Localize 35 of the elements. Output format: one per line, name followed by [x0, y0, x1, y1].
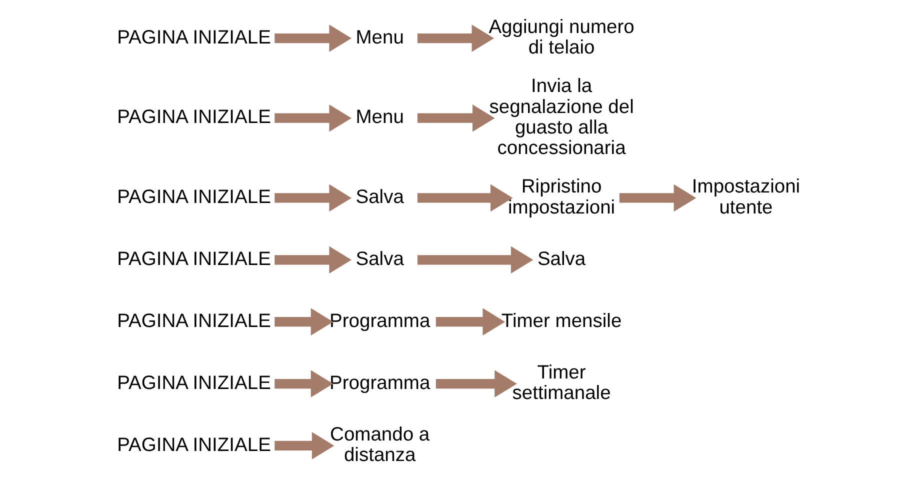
arrow [274, 184, 352, 212]
node-text: Impostazioni utente [692, 176, 800, 218]
arrow [274, 432, 334, 460]
arrow [274, 104, 352, 132]
node-text: Menu [356, 107, 404, 128]
node-text: Programma [330, 372, 430, 394]
node-text: Comando a distanza [330, 424, 430, 466]
node-text: Aggiungi numero di telaio [488, 17, 634, 59]
node-text: PAGINA INIZIALE [117, 248, 271, 270]
node-text: PAGINA INIZIALE [117, 372, 271, 394]
arrow [417, 184, 513, 212]
node-text: Ripristino impostazioni [508, 176, 616, 218]
arrow [417, 104, 495, 132]
arrow [417, 24, 494, 52]
arrow [436, 308, 506, 336]
arrow [417, 246, 534, 274]
arrow [619, 184, 696, 212]
node-text: Menu [356, 27, 404, 48]
arrow [274, 370, 334, 398]
node-text: Invia la segnalazione del guasto alla concessionaria [489, 76, 634, 160]
node-text: PAGINA INIZIALE [117, 107, 271, 128]
node-text: Salva [356, 187, 404, 208]
node-text: PAGINA INIZIALE [117, 434, 271, 456]
node-text: PAGINA INIZIALE [117, 310, 271, 332]
node-text: PAGINA INIZIALE [117, 187, 271, 208]
node-text: PAGINA INIZIALE [117, 27, 271, 48]
arrow [436, 370, 517, 398]
arrow [274, 24, 352, 52]
arrow [274, 246, 352, 274]
node-text: Timer settimanale [512, 362, 611, 404]
node-text: Salva [356, 248, 404, 270]
arrow [274, 308, 334, 336]
node-text: Programma [330, 310, 430, 332]
node-text: Timer mensile [501, 310, 622, 332]
node-text: Salva [537, 248, 586, 270]
